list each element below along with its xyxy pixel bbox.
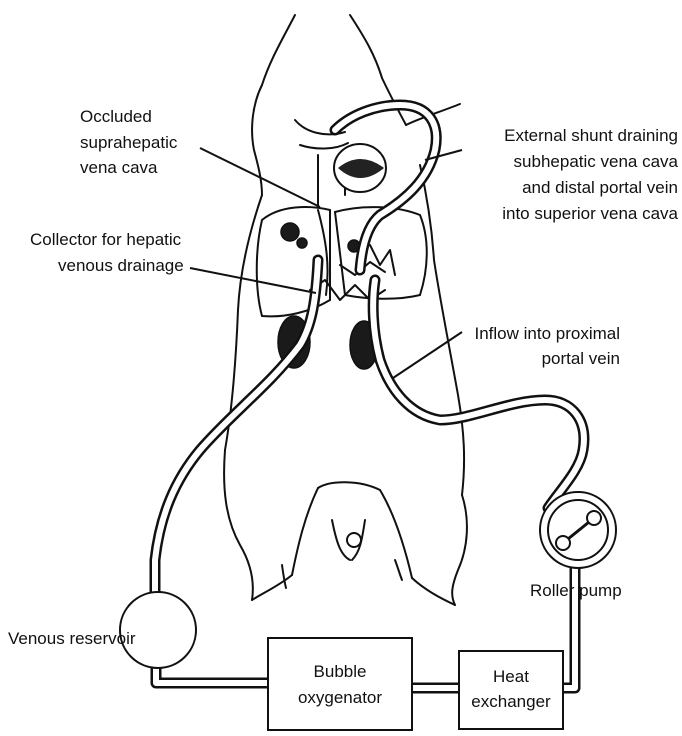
heat-exchanger — [459, 651, 563, 729]
bubble-oxygenator-label-line-1: Bubble — [314, 662, 367, 681]
heat-exchanger-label-line-2: exchanger — [471, 692, 551, 711]
tubing — [155, 105, 584, 688]
roller-pump — [540, 492, 616, 568]
bubble-oxygenator-label-line-2: oxygenator — [298, 688, 382, 707]
heart — [334, 144, 386, 192]
external-shunt-label-line-2: subhepatic vena cava — [514, 152, 679, 171]
occluded-label-line-3: vena cava — [80, 158, 158, 177]
liver — [257, 207, 427, 316]
collector-label-line-2: venous drainage — [58, 256, 184, 275]
collector-label-line-1: Collector for hepatic — [30, 230, 182, 249]
occluded-label-line-1: Occluded — [80, 107, 152, 126]
inflow-label-line-2: portal vein — [542, 349, 620, 368]
roller-pump-label: Roller pump — [530, 581, 622, 600]
venous-reservoir-label: Venous reservoir — [8, 629, 136, 648]
external-shunt-label-line-3: and distal portal vein — [522, 178, 678, 197]
occluded-label-line-2: suprahepatic — [80, 133, 178, 152]
bubble-oxygenator — [268, 638, 412, 730]
inflow-label-line-1: Inflow into proximal — [474, 324, 620, 343]
external-shunt-label-line-4: into superior vena cava — [502, 204, 678, 223]
external-shunt-label-line-1: External shunt draining — [504, 126, 678, 145]
heat-exchanger-label-line-1: Heat — [493, 667, 529, 686]
